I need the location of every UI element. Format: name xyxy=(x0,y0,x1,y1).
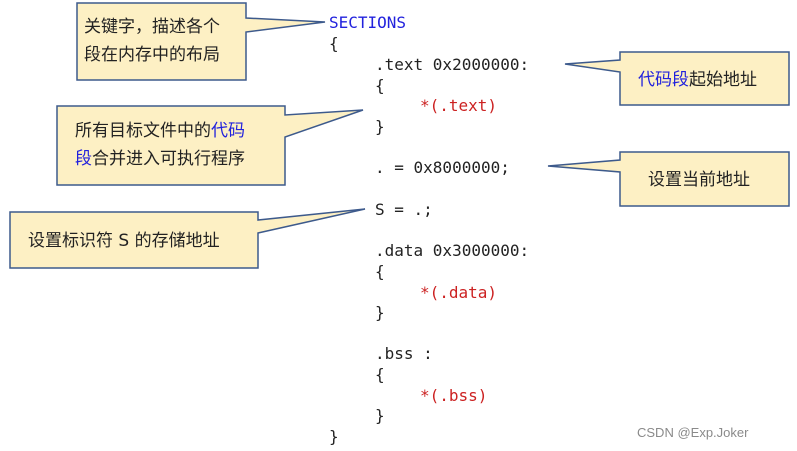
callout-merge-plain1: 所有目标文件中的 xyxy=(75,121,211,141)
code-open-brace: { xyxy=(329,34,339,53)
callout-merge: 所有目标文件中的代码 段合并进入可执行程序 xyxy=(75,117,245,173)
callout-current-addr-text: 设置当前地址 xyxy=(648,170,750,190)
callout-text-start: 代码段起始地址 xyxy=(638,66,757,94)
code-close-brace: } xyxy=(329,427,339,446)
callout-merge-highlight1: 代码 xyxy=(211,121,245,141)
callout-merge-shape xyxy=(56,105,364,186)
code-text-close: } xyxy=(375,117,385,136)
code-data-header: .data 0x3000000: xyxy=(375,241,530,260)
callout-symbol: 设置标识符 S 的存储地址 xyxy=(28,227,220,255)
code-location-assign: . = 0x8000000; xyxy=(375,158,510,177)
callout-merge-line2: 段合并进入可执行程序 xyxy=(75,145,245,173)
callout-keyword-line1: 关键字，描述各个 xyxy=(84,17,220,37)
callout-keyword: 关键字，描述各个 段在内存中的布局 xyxy=(84,13,220,69)
code-bss-close: } xyxy=(375,406,385,425)
code-bss-open: { xyxy=(375,365,385,384)
code-text-header: .text 0x2000000: xyxy=(375,55,530,74)
code-text-open: { xyxy=(375,76,385,95)
code-bss-body: *(.bss) xyxy=(420,386,488,405)
callout-merge-highlight2: 段 xyxy=(75,149,92,169)
code-data-open: { xyxy=(375,262,385,281)
code-symbol-assign: S = .; xyxy=(375,200,433,219)
callout-text-start-shape xyxy=(564,51,790,106)
callout-keyword-shape xyxy=(76,2,326,81)
callout-text-start-highlight: 代码段 xyxy=(638,70,689,90)
callout-merge-line1: 所有目标文件中的代码 xyxy=(75,117,245,145)
code-bss-header: .bss : xyxy=(375,344,433,363)
callout-symbol-shape xyxy=(9,208,366,269)
callout-keyword-line2: 段在内存中的布局 xyxy=(84,45,220,65)
code-keyword-sections: SECTIONS xyxy=(329,13,407,32)
watermark: CSDN @Exp.Joker xyxy=(637,425,749,440)
code-text-body: *(.text) xyxy=(420,96,498,115)
code-data-body: *(.data) xyxy=(420,283,498,302)
callout-current-addr-shape xyxy=(547,151,790,207)
callout-merge-plain2: 合并进入可执行程序 xyxy=(92,149,245,169)
callout-text-start-plain: 起始地址 xyxy=(689,70,757,90)
callout-symbol-text: 设置标识符 S 的存储地址 xyxy=(28,231,220,251)
callout-current-addr: 设置当前地址 xyxy=(648,166,750,194)
code-data-close: } xyxy=(375,303,385,322)
